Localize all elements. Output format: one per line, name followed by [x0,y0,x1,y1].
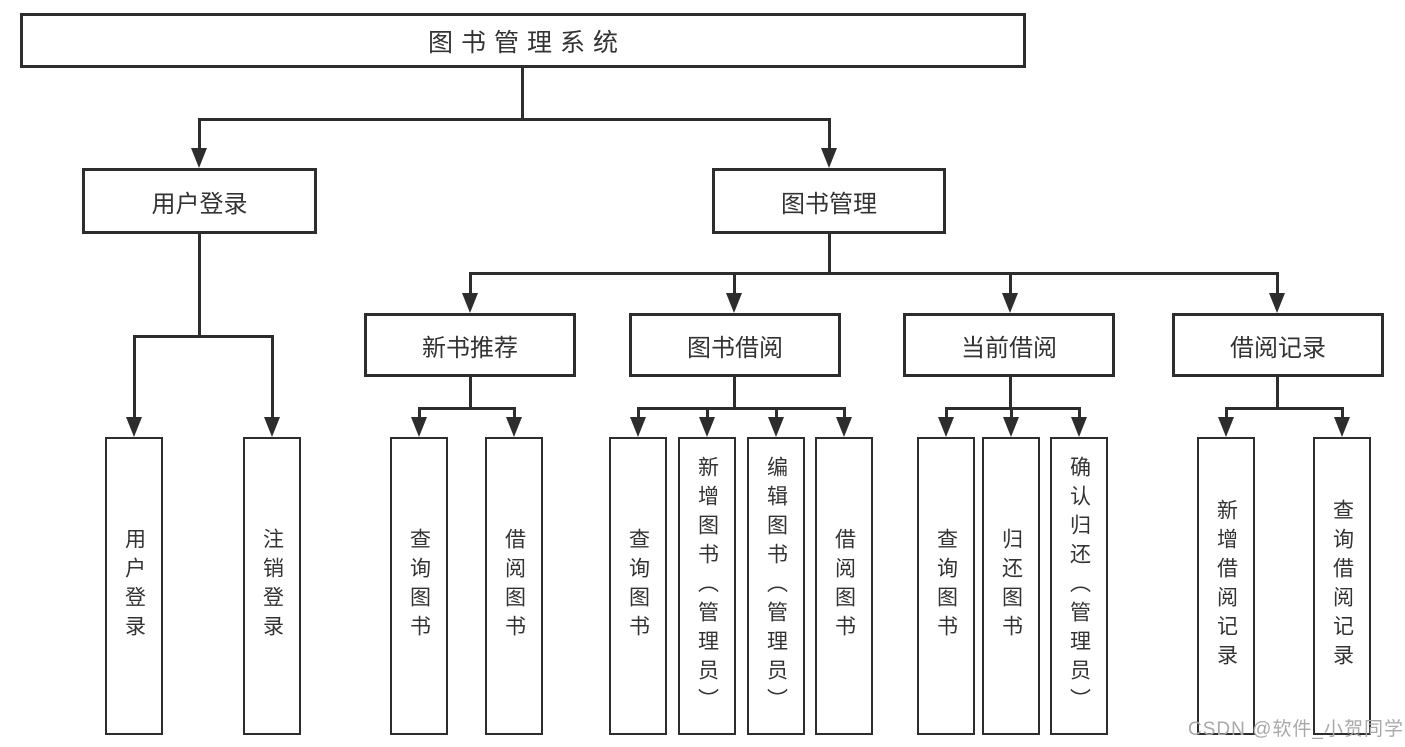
connector-line [198,233,201,335]
arrow-down-icon [1071,417,1087,437]
arrow-down-icon [462,293,478,313]
arrow-down-icon [699,417,715,437]
node-book-borrowing: 图书借阅 [629,313,841,377]
leaf-confirm-return-admin: 确认归还（管理员） [1050,437,1108,735]
connector-line [469,377,472,407]
node-new-book-recommend: 新书推荐 [364,313,576,377]
connector-line [1225,407,1343,410]
leaf-label: 归还图书 [999,528,1023,644]
leaf-edit-books-admin: 编辑图书（管理员） [747,437,805,735]
node-label: 当前借阅 [961,334,1057,362]
connector-line [469,272,1278,275]
arrow-down-icon [1269,293,1285,313]
leaf-add-borrow-record: 新增借阅记录 [1197,437,1255,735]
connector-line [706,407,709,421]
node-label: 新书推荐 [422,334,518,362]
connector-line [733,377,736,407]
node-user-login: 用户登录 [82,168,317,234]
leaf-label: 查询图书 [407,528,431,644]
leaf-label: 新增借阅记录 [1214,499,1238,673]
connector-line [828,233,831,272]
connector-line [1010,407,1013,421]
leaf-label: 查询图书 [626,528,650,644]
connector-line [513,407,516,421]
node-label: 用户登录 [151,190,248,218]
connector-line [1341,407,1344,421]
leaf-label: 注销登录 [260,528,284,644]
leaf-user-login: 用户登录 [105,437,163,735]
node-label: 图书借阅 [687,334,783,362]
arrow-down-icon [726,293,742,313]
connector-line [418,407,515,410]
arrow-down-icon [821,148,837,168]
connector-line [1078,407,1081,421]
arrow-down-icon [264,417,280,437]
connector-line [198,118,201,152]
arrow-down-icon [1218,417,1234,437]
connector-line [521,68,524,118]
connector-line [469,272,472,297]
leaf-query-borrow-record: 查询借阅记录 [1313,437,1371,735]
leaf-borrowing-borrow-books: 借阅图书 [815,437,873,735]
node-book-management: 图书管理 [712,168,946,234]
node-label: 图书管理 [781,190,877,218]
connector-line [945,407,948,421]
leaf-current-query-books: 查询图书 [917,437,975,735]
leaf-recommend-borrow-books: 借阅图书 [485,437,543,735]
arrow-down-icon [938,417,954,437]
leaf-label: 查询图书 [934,528,958,644]
arrow-down-icon [506,417,522,437]
leaf-add-books-admin: 新增图书（管理员） [678,437,736,735]
connector-line [198,118,830,121]
connector-line [733,272,736,297]
arrow-down-icon [1334,417,1350,437]
leaf-recommend-query-books: 查询图书 [390,437,448,735]
leaf-label: 编辑图书（管理员） [764,455,788,717]
connector-line [945,407,1080,410]
connector-line [637,407,640,421]
leaf-label: 用户登录 [122,528,146,644]
node-current-borrowing: 当前借阅 [903,313,1115,377]
connector-line [133,335,136,421]
connector-line [271,335,274,421]
connector-line [1225,407,1228,421]
arrow-down-icon [630,417,646,437]
leaf-label: 新增图书（管理员） [695,455,719,717]
connector-line [1009,377,1012,407]
connector-line [828,118,831,152]
leaf-label: 借阅图书 [502,528,526,644]
arrow-down-icon [836,417,852,437]
leaf-borrowing-query-books: 查询图书 [609,437,667,735]
leaf-label: 查询借阅记录 [1330,499,1354,673]
connector-line [775,407,778,421]
connector-line [1276,377,1279,407]
connector-line [1276,272,1279,297]
node-label: 借阅记录 [1230,334,1326,362]
connector-line [1009,272,1012,297]
arrow-down-icon [191,148,207,168]
leaf-logout: 注销登录 [243,437,301,735]
leaf-return-books: 归还图书 [982,437,1040,735]
arrow-down-icon [1002,293,1018,313]
leaf-label: 确认归还（管理员） [1067,455,1091,717]
node-borrowing-records: 借阅记录 [1172,313,1384,377]
connector-line [637,407,845,410]
watermark: CSDN @软件_小贺同学 [1188,719,1404,740]
arrow-down-icon [411,417,427,437]
connector-line [418,407,421,421]
node-book-management-system: 图书管理系统 [20,13,1026,68]
arrow-down-icon [768,417,784,437]
node-label: 图书管理系统 [427,28,626,57]
leaf-label: 借阅图书 [832,528,856,644]
arrow-down-icon [126,417,142,437]
connector-line [133,335,273,338]
arrow-down-icon [1003,417,1019,437]
connector-line [843,407,846,421]
